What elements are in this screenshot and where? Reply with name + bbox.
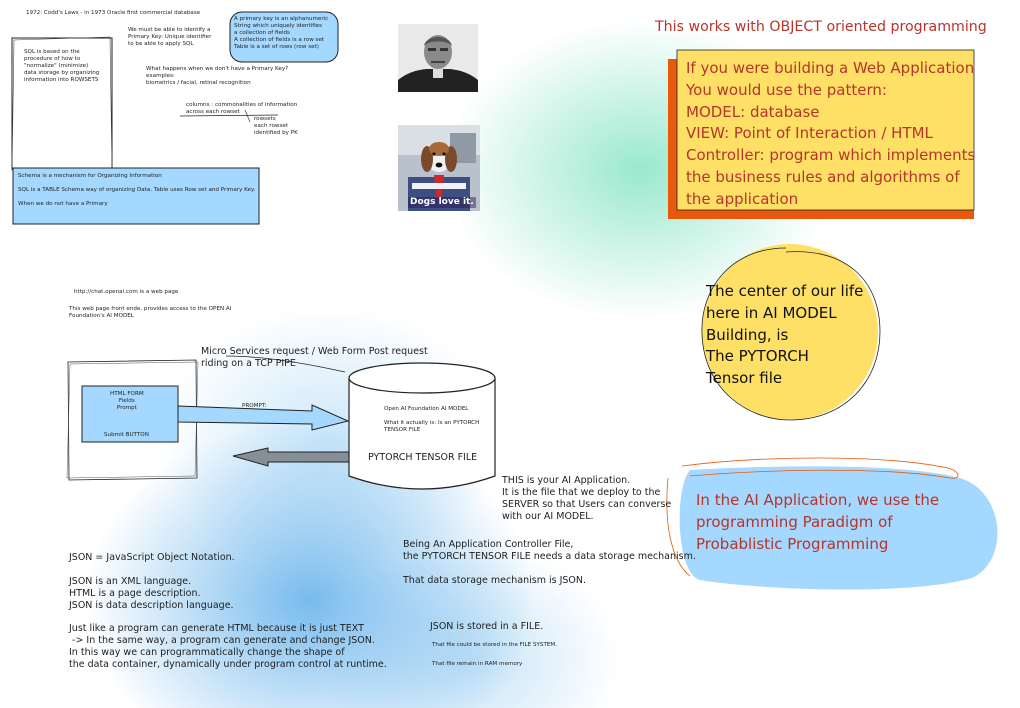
columns-note: columns : commonalities of information a… <box>186 102 298 115</box>
oop-heading: This works with OBJECT oriented programm… <box>655 19 987 35</box>
pytorch-center-text: The center of our life here in AI MODEL … <box>706 282 864 387</box>
controller-note: Being An Application Controller File, th… <box>403 539 696 586</box>
schema-box <box>12 167 260 225</box>
tensor-cylinder <box>348 378 496 490</box>
mvc-note <box>676 49 975 211</box>
probabilistic-text: In the AI Application, we use the progra… <box>696 491 940 553</box>
cylinder-title: PYTORCH TENSOR FILE <box>368 452 478 463</box>
prompt-label: PROMPT: <box>242 403 267 409</box>
json-note: JSON = JavaScript Object Notation. JSON … <box>69 552 387 670</box>
primary-key-bubble <box>229 11 339 63</box>
return-arrow <box>232 447 351 467</box>
chat-url-note: http://chat.openai.com is a web page <box>74 289 179 295</box>
schema-note: Schema is a mechanism for Organizing Inf… <box>18 173 256 207</box>
identify-note: We must be able to identify a Primary Ke… <box>128 27 212 47</box>
json-file-note: JSON is stored in a FILE. <box>430 621 544 632</box>
no-primary-key-note: What happens when we don't have a Primar… <box>146 66 289 86</box>
photo-caption: Dogs love it. <box>408 197 476 209</box>
frontend-note: This web page front ende, provides acces… <box>69 306 232 319</box>
dog-photo: Dogs love it. <box>398 125 480 211</box>
dog-at-desk-icon <box>398 125 480 211</box>
primary-key-note: A primary key is an alphanumeric String … <box>234 16 329 50</box>
portrait-photo <box>398 24 478 92</box>
probabilistic-blob <box>679 466 998 590</box>
cylinder-description: Open AI Foundation AI MODEL What it actu… <box>384 406 480 433</box>
rowsets-note: rowsets each rowset identified by PK <box>254 116 298 136</box>
client-frame <box>67 359 198 481</box>
codd-note: 1972: Codd's Laws - in 1973 Oracle first… <box>26 10 201 16</box>
mvc-note-text: If you were building a Web Application Y… <box>686 59 976 208</box>
man-portrait-icon <box>398 24 478 92</box>
ram-note: That file remain in RAM memory <box>432 661 523 667</box>
micro-services-label: Micro Services request / Web Form Post r… <box>201 346 428 369</box>
ai-application-note: THIS is your AI Application. It is the f… <box>502 475 672 522</box>
pytorch-circle <box>702 244 878 420</box>
sql-note: SQL is based on the procedure of how to … <box>24 49 100 83</box>
html-form-box <box>81 385 179 443</box>
html-form-label: HTML FORM Fields Prompt <box>110 391 144 411</box>
filesystem-note: That file could be stored in the FILE SY… <box>432 642 558 648</box>
submit-button-label: Submit BUTTON <box>104 432 149 438</box>
prompt-arrow <box>177 404 350 431</box>
